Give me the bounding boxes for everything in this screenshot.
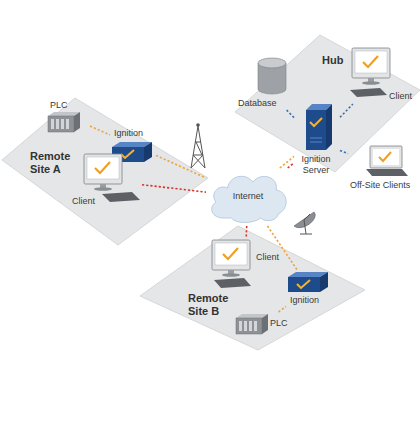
device-label: Ignition — [114, 128, 143, 139]
plc-icon — [236, 314, 268, 334]
device-label: Client — [72, 196, 95, 207]
satellite-dish-icon — [300, 214, 312, 234]
ignition-gateway-icon — [288, 272, 328, 292]
offsite-clients-node: Off-Site Clients — [348, 144, 418, 192]
device-label: Ignition Server — [294, 154, 338, 176]
client-node: Client — [206, 238, 284, 290]
radio-tower-icon — [191, 123, 205, 168]
device-label: Off-Site Clients — [350, 180, 410, 191]
satellite-dish-icon — [294, 212, 315, 234]
database-icon — [258, 58, 286, 94]
hub-platform: HubDatabaseClientIgnition Server — [235, 35, 420, 172]
site-heading: Remote Site B — [188, 292, 234, 318]
device-label: Client — [389, 91, 412, 102]
device-label: PLC — [50, 100, 68, 111]
laptop-icon — [373, 149, 399, 165]
plc-icon — [48, 112, 80, 132]
site-platform: Remote Site A PLC IgnitionClient — [2, 98, 208, 245]
laptop-icon — [366, 169, 408, 176]
client-node: Client — [70, 152, 142, 209]
platform-surface — [140, 226, 365, 350]
server-tower-icon — [310, 138, 322, 142]
site-heading: Remote Site A — [30, 150, 76, 176]
device-label: PLC — [270, 318, 288, 329]
plc-node: PLC — [234, 312, 290, 336]
plc-icon — [48, 112, 80, 132]
client-node: Client — [346, 46, 416, 104]
platform-surface — [235, 35, 420, 172]
ignition-node: Ignition — [286, 270, 334, 308]
radio-tower-icon — [191, 126, 205, 168]
laptop-icon — [366, 146, 408, 176]
client-monitor-icon — [212, 240, 251, 288]
network-link — [288, 163, 294, 168]
laptop-icon — [370, 146, 402, 168]
database-node: Database — [236, 56, 286, 112]
ignition-gateway-icon — [288, 272, 328, 292]
device-label: Internet — [233, 191, 264, 202]
plc-icon — [236, 314, 268, 334]
database-icon — [258, 58, 286, 68]
network-link — [280, 156, 294, 168]
cloud-shape — [212, 176, 286, 222]
ignition-node: Ignition — [110, 126, 156, 164]
laptop-icon — [379, 152, 391, 161]
site-heading: Hub — [322, 54, 343, 67]
server-tower-icon — [310, 118, 322, 126]
platform-outline — [140, 226, 365, 350]
device-label: Ignition — [290, 295, 319, 306]
radio-tower-icon — [196, 123, 200, 127]
server-tower-icon — [306, 110, 326, 150]
server-node: Ignition Server — [294, 104, 340, 178]
plc-node: PLC — [44, 98, 90, 134]
server-tower-icon — [326, 104, 332, 150]
internet-cloud: Internet — [206, 168, 290, 226]
device-label: Client — [256, 252, 279, 263]
device-label: Database — [238, 98, 277, 109]
server-tower-icon — [306, 104, 332, 150]
site-platform: Remote Site B ClientIgnitionPLC — [140, 226, 365, 350]
platform-surface — [2, 98, 208, 245]
